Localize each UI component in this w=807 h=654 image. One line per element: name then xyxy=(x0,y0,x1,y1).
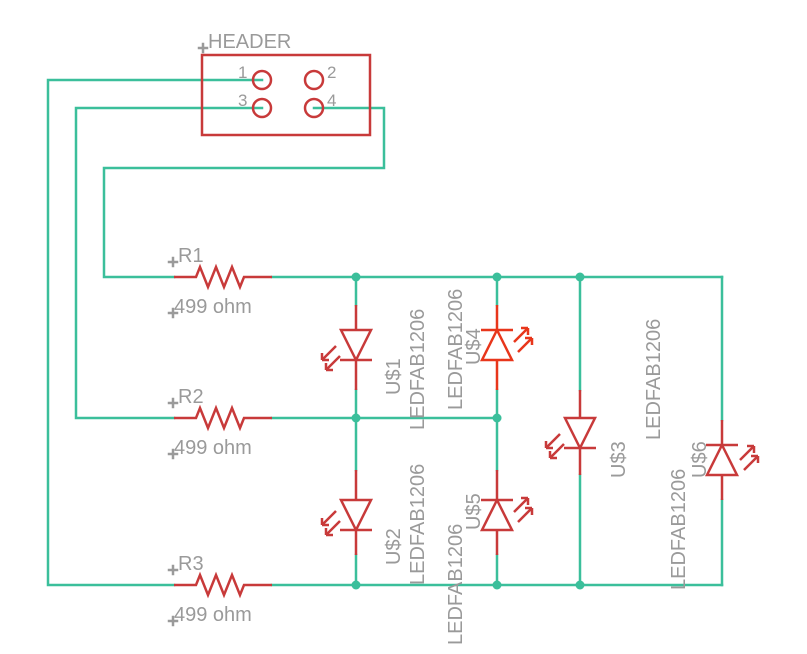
pin-pad-icon[interactable] xyxy=(251,97,273,119)
junction-dot-icon xyxy=(492,580,502,590)
junction-dot-icon xyxy=(351,580,361,590)
resistor-value: 499 ohm xyxy=(174,296,252,318)
led-icon xyxy=(479,470,515,555)
header-label: HEADER xyxy=(208,31,291,53)
led-us4[interactable]: U$4 LEDFAB1206 xyxy=(445,289,534,410)
led-us5[interactable]: U$5 LEDFAB1206 xyxy=(445,470,534,645)
header-connector[interactable]: HEADER 1 2 3 4 xyxy=(197,31,372,137)
led-icon xyxy=(338,470,374,555)
resistor-icon xyxy=(174,404,272,432)
header-pin-4: 4 xyxy=(327,91,336,110)
origin-cross-icon xyxy=(167,256,179,319)
header-pin-2: 2 xyxy=(327,63,336,82)
origin-cross-icon xyxy=(167,397,179,460)
header-pin-3: 3 xyxy=(238,91,247,110)
header-pin-1: 1 xyxy=(238,63,247,82)
led-name: U$1 xyxy=(383,358,405,395)
led-name: U$5 xyxy=(463,493,485,530)
light-arrow-icon xyxy=(739,444,760,471)
light-arrow-icon xyxy=(544,433,565,460)
resistor-value: 499 ohm xyxy=(174,437,252,459)
junction-dot-icon xyxy=(492,272,502,282)
led-name: U$4 xyxy=(463,328,485,365)
led-us2[interactable]: U$2 LEDFAB1206 xyxy=(320,464,429,585)
resistor-name: R1 xyxy=(178,245,204,267)
junctions xyxy=(351,272,585,590)
wire-net-1 xyxy=(46,78,264,587)
resistor-icon xyxy=(174,263,272,291)
resistor-name: R2 xyxy=(178,386,204,408)
led-us1[interactable]: U$1 LEDFAB1206 xyxy=(320,305,429,430)
resistor-icon xyxy=(174,571,272,599)
light-arrow-icon xyxy=(513,496,534,523)
led-icon xyxy=(338,305,374,390)
resistor-r3[interactable]: R3 499 ohm xyxy=(167,553,272,627)
header-body xyxy=(200,53,372,137)
resistor-value: 499 ohm xyxy=(174,604,252,626)
led-icon xyxy=(479,305,515,390)
led-name: U$3 xyxy=(608,441,630,478)
led-us6[interactable]: U$6 LEDFAB1206 xyxy=(668,420,760,590)
led-value: LEDFAB1206 xyxy=(668,469,690,590)
led-value: LEDFAB1206 xyxy=(445,289,467,410)
resistor-name: R3 xyxy=(178,553,204,575)
led-value: LEDFAB1206 xyxy=(407,464,429,585)
junction-dot-icon xyxy=(351,272,361,282)
pin-pad-icon[interactable] xyxy=(303,97,325,119)
junction-dot-icon xyxy=(492,413,502,423)
pin-pad-icon[interactable] xyxy=(251,69,273,91)
junction-dot-icon xyxy=(575,272,585,282)
origin-cross-icon xyxy=(197,42,209,54)
led-value: LEDFAB1206 xyxy=(643,319,665,440)
light-arrow-icon xyxy=(320,345,341,372)
junction-dot-icon xyxy=(575,580,585,590)
led-name: U$6 xyxy=(689,441,711,478)
led-us3[interactable]: U$3 LEDFAB1206 xyxy=(544,319,665,478)
resistor-r1[interactable]: R1 499 ohm xyxy=(167,245,272,319)
origin-cross-icon xyxy=(167,564,179,627)
light-arrow-icon xyxy=(320,510,341,537)
wire-net-3 xyxy=(74,106,264,420)
led-value: LEDFAB1206 xyxy=(445,524,467,645)
led-name: U$2 xyxy=(383,528,405,565)
junction-dot-icon xyxy=(351,413,361,423)
resistor-r2[interactable]: R2 499 ohm xyxy=(167,386,272,460)
led-icon xyxy=(562,390,598,475)
light-arrow-icon xyxy=(513,326,534,353)
wire-net-4 xyxy=(102,106,386,279)
pin-pad-icon[interactable] xyxy=(303,69,325,91)
wires xyxy=(46,78,724,587)
led-value: LEDFAB1206 xyxy=(407,309,429,430)
led-icon xyxy=(704,420,740,500)
